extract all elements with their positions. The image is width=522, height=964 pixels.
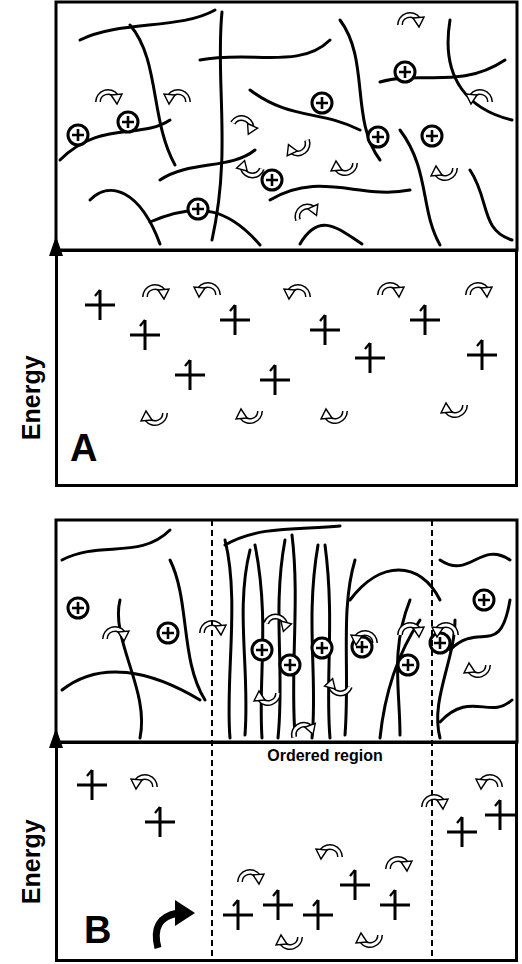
energy-panel: EnergyA bbox=[55, 249, 518, 487]
hop-arrows bbox=[141, 285, 492, 423]
region-label: Ordered region bbox=[267, 747, 383, 765]
charge-symbols bbox=[68, 62, 442, 219]
hop-arrows bbox=[105, 614, 488, 740]
energy-levels bbox=[77, 770, 515, 930]
polymer-chains bbox=[62, 526, 512, 738]
panel-frame bbox=[56, 2, 517, 250]
charge-symbols bbox=[68, 590, 494, 675]
energy-levels bbox=[85, 290, 497, 395]
hop-arrows bbox=[98, 15, 490, 222]
axis-label: Energy bbox=[17, 356, 45, 441]
panel-letter: B bbox=[84, 910, 111, 952]
polymer-chains bbox=[60, 10, 512, 245]
axis-label: Energy bbox=[17, 820, 45, 905]
trapping-arrow bbox=[156, 900, 195, 948]
hop-arrows bbox=[131, 777, 500, 947]
panel-letter: A bbox=[70, 428, 97, 470]
energy-panel: EnergyOrdered regionB bbox=[55, 741, 518, 962]
panel-frame bbox=[56, 520, 517, 742]
